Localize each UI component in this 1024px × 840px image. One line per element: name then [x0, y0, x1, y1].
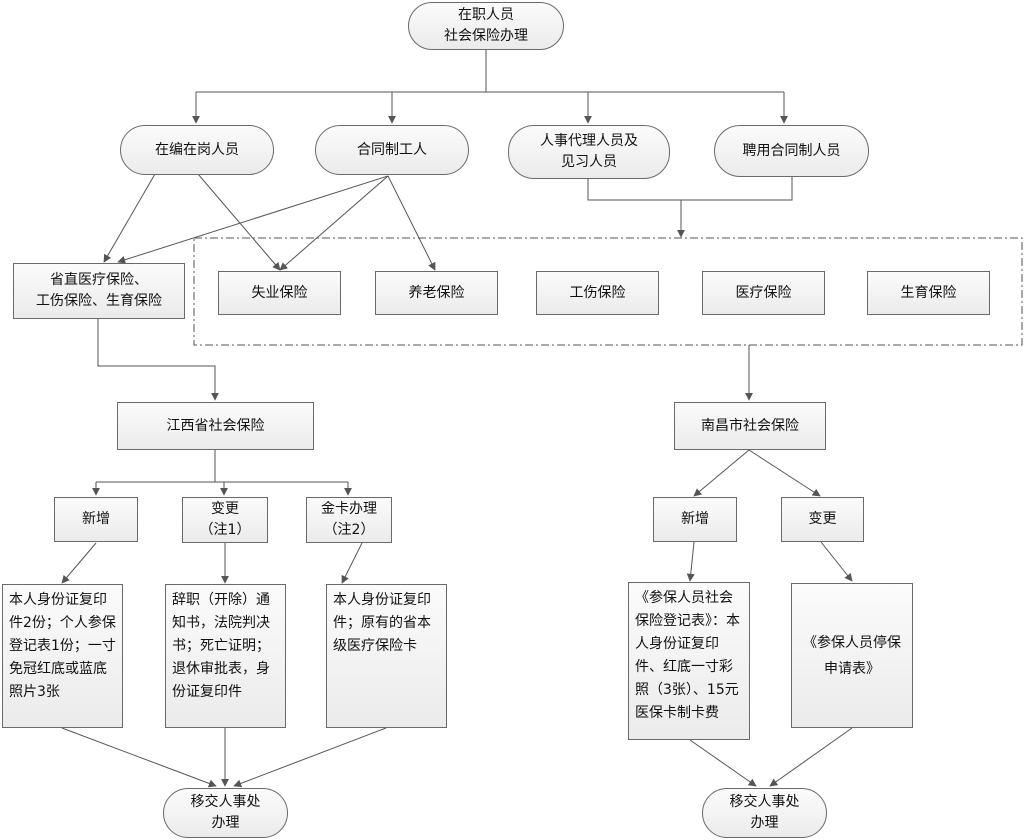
- insurance-group-border: [193, 237, 1023, 346]
- connector-nc-doc2-to-handoff: [769, 727, 853, 787]
- jiangxi-social-insurance: 江西省社会保险: [117, 402, 314, 450]
- connector-bianzhi-to-prov: [103, 173, 156, 263]
- insurance-yanglao-label: 养老保险: [408, 284, 465, 301]
- jx-add-documents-text: 本人身份证复印件2份；个人参保登记表1份；一寸免冠红底或蓝底照片3张: [9, 592, 116, 700]
- jx-change-documents: 辞职（开除）通知书，法院判决书；死亡证明；退休审批表，身份证复印件: [165, 584, 286, 728]
- insurance-yiliao: 医疗保险: [702, 271, 825, 315]
- connector-jx-doc1-to-handoff: [61, 727, 217, 788]
- insurance-yiliao-label: 医疗保险: [735, 284, 792, 301]
- nanchang-social-insurance-label: 南昌市社会保险: [701, 417, 799, 434]
- connector-prov-to-jx: [97, 318, 219, 401]
- handoff-right-label: 移交人事处 办理: [729, 794, 800, 831]
- jx-goldcard-label: 金卡办理 （注2）: [321, 501, 377, 538]
- category-bianzhi: 在编在岗人员: [120, 125, 274, 175]
- jx-change-documents-text: 辞职（开除）通知书，法院判决书；死亡证明；退休审批表，身份证复印件: [172, 592, 270, 700]
- connector-jx-add-to-doc: [61, 542, 97, 584]
- nc-change-box: 变更: [781, 497, 864, 542]
- handoff-right: 移交人事处 办理: [702, 788, 827, 838]
- category-pinyong-label: 聘用合同制人员: [742, 142, 841, 159]
- category-hetong-label: 合同制工人: [357, 141, 427, 158]
- provincial-insurance-box: 省直医疗保险、 工伤保险、生育保险: [13, 263, 185, 319]
- root-node: 在职人员 社会保险办理: [408, 2, 564, 50]
- insurance-shiye: 失业保险: [218, 271, 341, 315]
- nanchang-social-insurance: 南昌市社会保险: [674, 402, 826, 450]
- connector-nc-to-change: [748, 449, 821, 497]
- category-renshi: 人事代理人员及 见习人员: [508, 125, 670, 179]
- category-hetong: 合同制工人: [315, 125, 469, 175]
- jx-goldcard-documents: 本人身份证复印件；原有的省本级医疗保险卡: [326, 584, 447, 728]
- jx-change-box: 变更 （注1）: [182, 497, 268, 543]
- category-bianzhi-label: 在编在岗人员: [155, 141, 239, 158]
- nc-change-documents-text: 《参保人员停保申请表》: [803, 634, 901, 677]
- connector-hetong-to-prov: [117, 175, 389, 264]
- jx-goldcard-documents-text: 本人身份证复印件；原有的省本级医疗保险卡: [333, 592, 431, 654]
- insurance-gongshang: 工伤保险: [536, 271, 659, 315]
- connector-jx-doc3-to-handoff: [233, 727, 387, 788]
- insurance-shengyu-label: 生育保险: [900, 284, 957, 301]
- jx-add-label: 新增: [82, 511, 110, 527]
- nc-change-label: 变更: [808, 511, 837, 527]
- jx-goldcard-box: 金卡办理 （注2）: [306, 497, 392, 543]
- nc-add-label: 新增: [681, 511, 709, 527]
- nc-add-documents-text: 《参保人员社会保险登记表》：本人身份证复印件、红底一寸彩照（3张）、15元医保卡…: [635, 590, 740, 721]
- root-node-label: 在职人员 社会保险办理: [444, 7, 528, 44]
- jx-add-documents: 本人身份证复印件2份；个人参保登记表1份；一寸免冠红底或蓝底照片3张: [2, 584, 123, 728]
- handoff-left-label: 移交人事处 办理: [190, 794, 261, 831]
- connector-hetong-to-shiye: [279, 175, 389, 271]
- insurance-gongshang-label: 工伤保险: [569, 284, 626, 301]
- connector-nc-doc1-to-handoff: [689, 739, 757, 787]
- jx-change-label: 变更 （注1）: [199, 501, 251, 538]
- insurance-shiye-label: 失业保险: [251, 284, 308, 301]
- connector-nc-to-add: [693, 449, 750, 497]
- insurance-yanglao: 养老保险: [375, 271, 498, 315]
- provincial-insurance-label: 省直医疗保险、 工伤保险、生育保险: [36, 272, 162, 309]
- insurance-shengyu: 生育保险: [867, 271, 990, 315]
- nc-add-box: 新增: [653, 497, 737, 542]
- connector-hetong-to-yanglao: [387, 175, 436, 271]
- category-pinyong: 聘用合同制人员: [714, 125, 869, 177]
- connector-nc-add-to-doc: [686, 541, 695, 582]
- connector-renshi-pinyong-merge: [587, 176, 793, 201]
- jx-add-box: 新增: [54, 497, 138, 542]
- jiangxi-social-insurance-label: 江西省社会保险: [166, 417, 265, 434]
- connector-bianzhi-to-shiye: [197, 173, 281, 271]
- connector-jx-goldcard-to-doc: [341, 542, 363, 584]
- handoff-left: 移交人事处 办理: [163, 788, 288, 838]
- connector-nc-change-to-doc: [820, 541, 853, 582]
- nc-add-documents: 《参保人员社会保险登记表》：本人身份证复印件、红底一寸彩照（3张）、15元医保卡…: [628, 582, 750, 740]
- category-renshi-label: 人事代理人员及 见习人员: [540, 133, 638, 170]
- nc-change-documents: 《参保人员停保申请表》: [791, 583, 913, 728]
